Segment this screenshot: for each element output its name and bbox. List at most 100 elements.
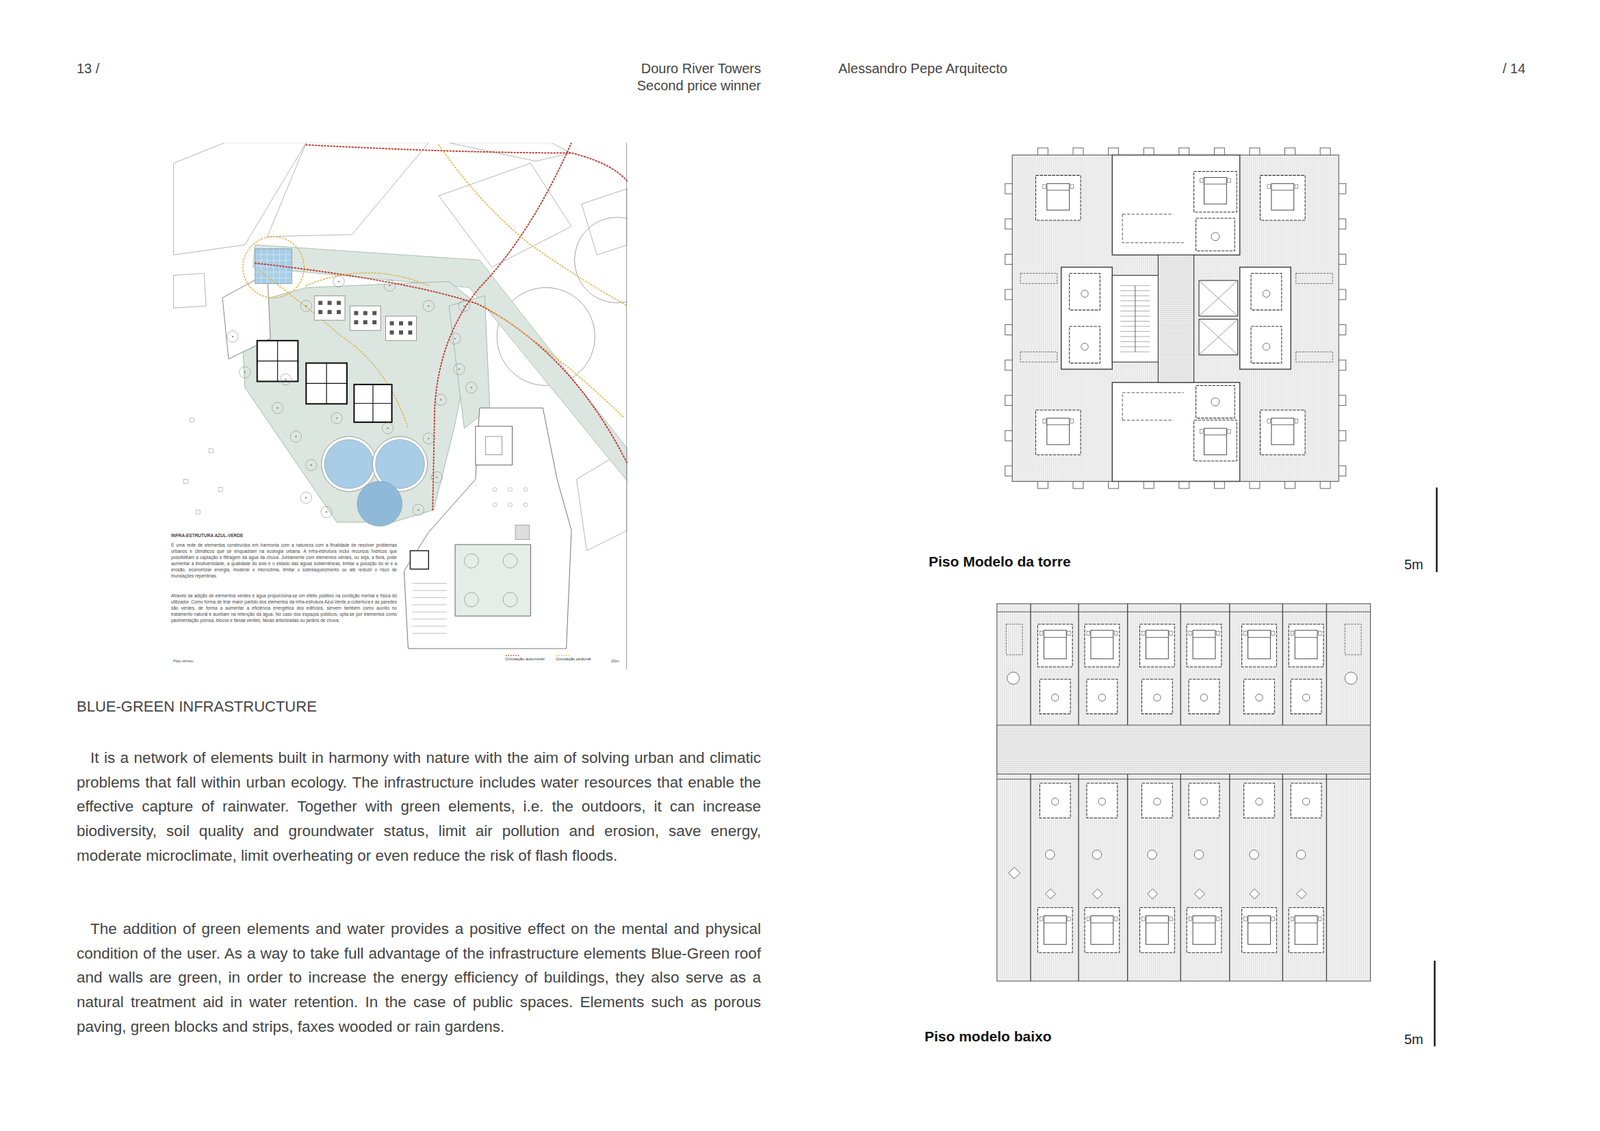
nightstand: [1086, 631, 1090, 636]
room-outline: [1186, 908, 1222, 954]
bed-pillow: [1271, 189, 1295, 191]
party-wall: [1077, 603, 1079, 725]
pedestrian-path: [305, 273, 429, 287]
park-area: [240, 281, 480, 523]
bed-symbol: [1192, 915, 1216, 945]
kiosk: [409, 550, 429, 570]
bed-symbol: [1203, 177, 1227, 204]
facade-line: [997, 611, 1371, 613]
building-core: [485, 436, 503, 456]
nightstand: [1227, 178, 1231, 183]
body-paragraph: The addition of green elements and water…: [76, 917, 761, 1040]
apartment-block: [1112, 155, 1240, 256]
tree-center: [454, 338, 456, 340]
room-outline: [1290, 783, 1322, 819]
pond: [375, 439, 425, 489]
tree: [300, 492, 312, 503]
party-wall: [1326, 603, 1327, 725]
room-outline: [1259, 409, 1306, 456]
bed-symbol: [1203, 428, 1227, 456]
page-number: / 14: [1456, 60, 1526, 77]
furniture: [353, 311, 358, 316]
chair-symbol: [1045, 888, 1056, 900]
sanitary: [1153, 693, 1161, 701]
tree: [502, 553, 518, 569]
chair-symbol: [1194, 888, 1205, 900]
plan-title: Piso Modelo da torre: [928, 552, 1072, 571]
room-outline: [1196, 385, 1236, 419]
pond: [357, 481, 403, 527]
kitchen-counter: [1122, 214, 1184, 243]
tree-center: [463, 305, 465, 307]
table-mark: [492, 487, 497, 492]
nightstand: [1227, 429, 1231, 434]
kitchen-counter: [1122, 392, 1184, 421]
furniture: [363, 311, 368, 316]
party-wall: [1179, 773, 1181, 982]
bed-pillow: [1271, 424, 1295, 425]
table-symbol: [1092, 849, 1102, 859]
pedestrian-path: [242, 236, 304, 298]
nightstand: [1267, 184, 1271, 189]
nightstand: [1114, 917, 1117, 922]
table-symbol: [1344, 672, 1358, 685]
facade-line: [997, 778, 1371, 780]
table-symbol: [1147, 849, 1157, 859]
nightstand: [1142, 917, 1145, 922]
room-outline: [1140, 908, 1176, 954]
furniture: [318, 301, 323, 306]
nightstand: [1244, 631, 1247, 636]
furniture: [372, 320, 377, 325]
table-symbol: [1194, 849, 1204, 859]
scale-label: 20m: [611, 659, 620, 664]
nightstand: [1216, 917, 1219, 922]
table-mark: [508, 487, 513, 492]
table-mark: [508, 502, 513, 508]
sanitary: [1302, 797, 1310, 805]
room-outline: [1069, 273, 1101, 311]
legend-sample-line: [505, 654, 520, 657]
tower-plan: [1005, 147, 1347, 489]
legend-sample-line: [556, 654, 571, 657]
project-title: Douro River Towers: [555, 60, 761, 77]
tree: [383, 279, 395, 291]
room-outline: [1242, 908, 1277, 954]
nightstand: [1039, 631, 1043, 636]
tree: [305, 459, 317, 471]
legend-text: Circulação automóvel: [505, 656, 545, 662]
tree-center: [284, 378, 287, 380]
sanitary: [1262, 290, 1270, 298]
table-symbol: [1296, 351, 1334, 363]
corridor: [997, 725, 1371, 775]
legend-item: Circulação automóvel: [505, 654, 545, 662]
nightstand: [1039, 917, 1043, 922]
vehicle-path: [255, 263, 628, 465]
room-outline: [1186, 624, 1222, 668]
plan-note: É uma rede de elementos construídos em h…: [171, 542, 397, 579]
site-mark: [195, 509, 200, 514]
sanitary: [1081, 290, 1089, 298]
kiosk: [515, 525, 530, 540]
nightstand: [1318, 917, 1321, 922]
bench-row: [411, 583, 447, 584]
table-symbol: [1020, 351, 1058, 363]
bed-symbol: [1047, 183, 1070, 211]
building-complex: [403, 407, 572, 649]
sanitary: [1211, 232, 1220, 241]
sanitary: [1051, 797, 1059, 805]
nightstand: [1271, 631, 1275, 636]
tree-center: [276, 407, 278, 409]
tree-center: [310, 463, 313, 466]
tower-footprint: [257, 340, 299, 382]
nightstand: [1200, 178, 1204, 183]
room-outline: [1142, 679, 1173, 715]
room-outline: [1084, 908, 1120, 954]
room-outline: [1250, 273, 1282, 311]
bench-row: [411, 604, 447, 605]
room-outline: [1039, 783, 1071, 819]
site-mark: [183, 479, 188, 484]
furniture: [390, 321, 395, 326]
bed-symbol: [1192, 630, 1216, 660]
chair-symbol: [1296, 888, 1307, 900]
